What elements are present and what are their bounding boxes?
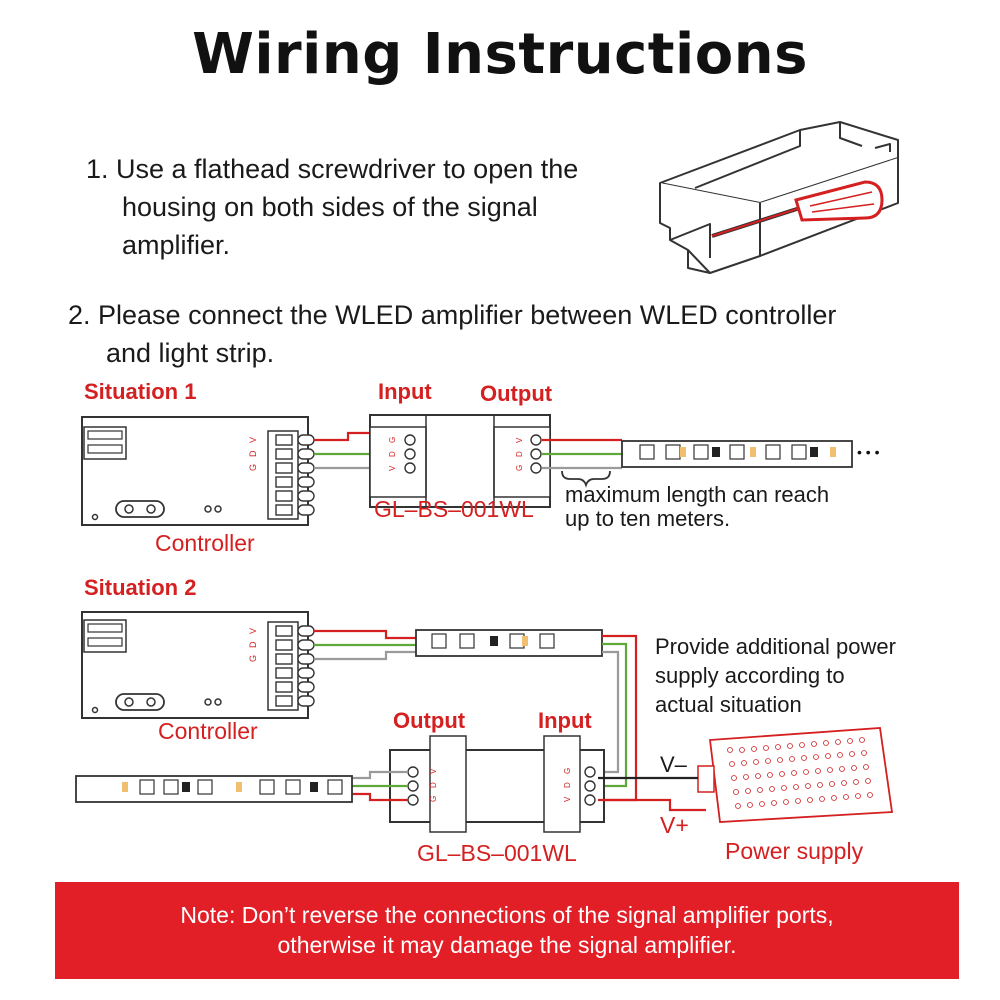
length-brace	[561, 470, 611, 488]
wires-controller-to-amp	[314, 431, 378, 470]
svg-text:D: D	[388, 451, 397, 457]
step-1-text: 1. Use a flathead screwdriver to open th…	[86, 150, 578, 264]
max-length-note-line-1: maximum length can reach	[565, 482, 830, 507]
v-minus-label: V–	[660, 752, 687, 777]
situation-2-output-label: Output	[393, 708, 466, 733]
wires-controller-to-strip-2	[314, 629, 416, 661]
v-plus-label: V+	[660, 812, 689, 838]
situation-1-output-label: Output	[480, 381, 553, 406]
power-note-line-2: supply according to	[655, 663, 845, 688]
situation-1-diagram: V D G G D V V D G	[81, 414, 880, 526]
situation-1-model-label: GL–BS–001WL	[374, 496, 534, 522]
svg-text:G: G	[388, 437, 397, 443]
power-note-line-1: Provide additional power	[655, 634, 896, 659]
situation-2-controller-label: Controller	[158, 718, 258, 744]
wires-amp-to-lower-strip	[352, 770, 408, 802]
power-supply-unit	[697, 727, 894, 823]
strip-continues-ellipsis: • • •	[857, 444, 880, 460]
svg-text:G: G	[563, 768, 572, 774]
max-length-note: maximum length can reach up to ten meter…	[565, 483, 829, 531]
housing-screwdriver-illustration	[659, 121, 899, 274]
signal-amplifier-2: V D G G D V	[389, 735, 605, 833]
max-length-note-line-2: up to ten meters.	[565, 506, 731, 531]
step-1-line-1: 1. Use a flathead screwdriver to open th…	[86, 154, 579, 184]
svg-text:D: D	[515, 451, 524, 457]
situation-1-controller-label: Controller	[155, 530, 255, 556]
controller-board-2: V D G	[81, 611, 315, 719]
wires-amp-to-strip	[542, 438, 622, 470]
signal-amplifier-1: G D V V D G	[369, 414, 551, 508]
pin-d-label: D	[248, 450, 258, 457]
warning-note-line-1: Note: Don’t reverse the connections of t…	[180, 902, 834, 928]
power-supply-label: Power supply	[725, 838, 864, 864]
screwdriver-icon	[711, 180, 884, 238]
pin-g-label: G	[248, 464, 258, 471]
led-strip-1	[621, 440, 853, 468]
page-title: Wiring Instructions	[192, 22, 808, 87]
situation-1-heading: Situation 1	[84, 379, 197, 404]
situation-1-input-label: Input	[378, 379, 432, 404]
step-2-line-1: 2. Please connect the WLED amplifier bet…	[68, 300, 837, 330]
step-2-text: 2. Please connect the WLED amplifier bet…	[68, 296, 836, 372]
warning-note-line-2: otherwise it may damage the signal ampli…	[277, 932, 737, 958]
situation-2-input-label: Input	[538, 708, 592, 733]
svg-text:G: G	[429, 796, 438, 802]
svg-text:G: G	[515, 465, 524, 471]
situation-2-model-label: GL–BS–001WL	[417, 840, 577, 866]
led-strip-2-lower	[75, 775, 353, 803]
warning-note-text: Note: Don’t reverse the connections of t…	[55, 900, 959, 960]
svg-text:V: V	[515, 437, 524, 443]
led-strip-2-upper	[415, 629, 603, 657]
situation-2-heading: Situation 2	[84, 575, 197, 600]
step-2-line-2: and light strip.	[106, 338, 275, 368]
svg-text:V: V	[248, 628, 258, 634]
pin-labels: V D G	[248, 437, 258, 471]
svg-text:V: V	[563, 796, 572, 802]
power-note: Provide additional power supply accordin…	[655, 632, 896, 719]
svg-text:D: D	[429, 782, 438, 788]
controller-board-1: V D G	[81, 416, 315, 526]
svg-text:V: V	[388, 465, 397, 471]
pin-v-label: V	[248, 437, 258, 443]
step-1-line-2: housing on both sides of the signal	[122, 192, 538, 222]
svg-text:G: G	[248, 655, 258, 662]
step-1-line-3: amplifier.	[122, 230, 231, 260]
situation-2-diagram: V D G V D G	[75, 611, 894, 833]
svg-text:V: V	[429, 768, 438, 774]
power-wires	[598, 776, 706, 812]
svg-text:D: D	[563, 782, 572, 788]
svg-text:D: D	[248, 641, 258, 648]
warning-note-banner	[55, 882, 959, 979]
power-note-line-3: actual situation	[655, 692, 802, 717]
